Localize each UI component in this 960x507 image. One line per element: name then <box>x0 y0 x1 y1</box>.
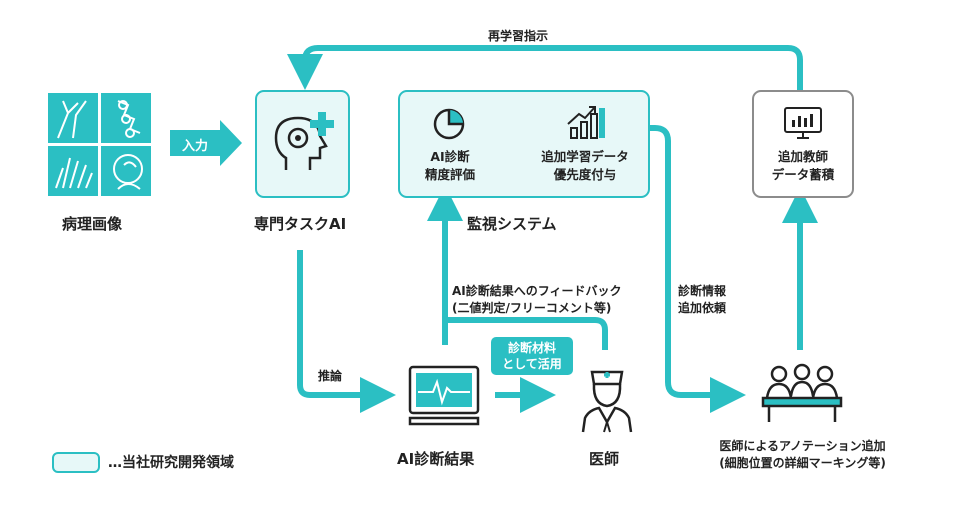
monitor-system-box <box>398 90 650 198</box>
ai-head-gear-icon <box>274 112 334 170</box>
expert-ai-box <box>255 90 350 198</box>
monitor-system-label: 監視システム <box>467 215 557 233</box>
doctor-label: 医師 <box>589 450 620 468</box>
ai-result-label: AI診断結果 <box>397 450 475 468</box>
priority-label: 追加学習データ優先度付与 <box>541 149 629 182</box>
annotation-label: 医師によるアノテーション追加(細胞位置の詳細マーキング等) <box>719 439 886 470</box>
legend-swatch <box>52 452 100 473</box>
diag-info-arrow <box>622 125 746 413</box>
input-block-arrow <box>170 120 242 166</box>
retrain-arrow <box>287 45 803 90</box>
input-label: 入力 <box>182 139 209 154</box>
doctor-icon <box>581 370 633 433</box>
legend-label: …当社研究開発領域 <box>108 455 234 471</box>
bar-chart-up-icon <box>567 106 605 139</box>
expert-ai-label: 専門タスクAI <box>254 215 347 233</box>
pie-chart-icon <box>433 108 465 140</box>
teacher-data-label: 追加教師データ蓄積 <box>771 149 835 182</box>
doctor-feedback-line <box>445 317 608 350</box>
inference-label: 推論 <box>318 369 343 383</box>
diag-material-pill: 診断材料として活用 <box>491 337 573 375</box>
monitor-waveform-icon <box>408 365 480 426</box>
feedback-label: AI診断結果へのフィードバック(二値判定/フリーコメント等) <box>452 284 622 315</box>
pathology-label: 病理画像 <box>62 215 123 233</box>
accuracy-eval-label: AI診断精度評価 <box>424 149 475 182</box>
retrain-label: 再学習指示 <box>488 29 549 43</box>
inference-arrow <box>297 250 396 413</box>
pathology-image-grid-icon <box>48 93 151 196</box>
diag-info-label: 診断情報追加依頼 <box>678 284 727 315</box>
monitor-chart-icon <box>784 107 822 139</box>
group-meeting-icon <box>761 363 843 422</box>
